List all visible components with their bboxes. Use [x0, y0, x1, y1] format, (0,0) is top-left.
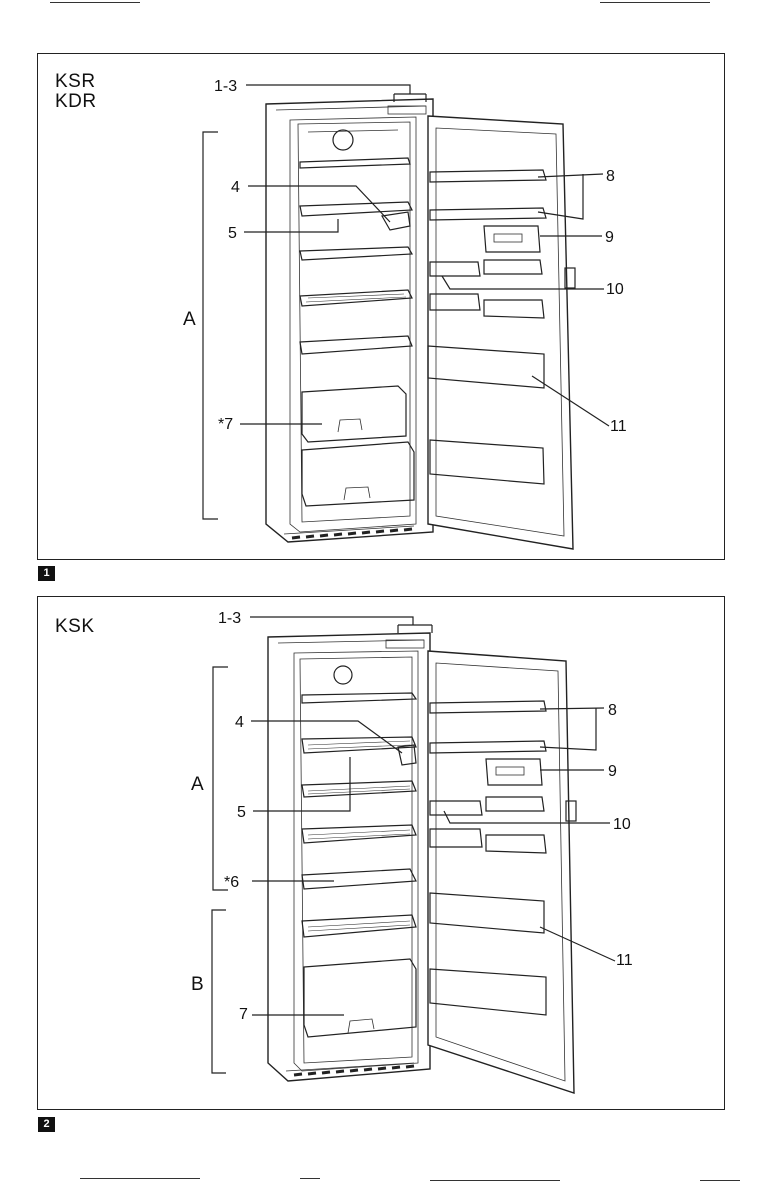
callout-4: 4 [235, 714, 244, 731]
callout-10: 10 [613, 816, 631, 833]
figure-2-panel: KSK [37, 596, 725, 1110]
callout-11: 11 [610, 418, 627, 435]
zone-a-label: A [191, 774, 204, 795]
crop-mark [600, 2, 710, 3]
callout-5: 5 [237, 804, 246, 821]
callout-7: 7 [239, 1006, 248, 1023]
callout-1-3: 1-3 [218, 610, 241, 627]
crop-mark [50, 2, 140, 3]
crop-mark [700, 1180, 740, 1181]
zone-b-label: B [191, 974, 204, 995]
callout-10: 10 [606, 281, 624, 298]
callout-9: 9 [605, 229, 614, 246]
callout-9: 9 [608, 763, 617, 780]
callout-8: 8 [608, 702, 617, 719]
callout-4: 4 [231, 179, 240, 196]
figure-number-badge: 1 [38, 566, 55, 581]
figure-number-badge: 2 [38, 1117, 55, 1132]
crop-mark [80, 1178, 200, 1179]
callout-5: 5 [228, 225, 237, 242]
callout-7: *7 [218, 416, 233, 433]
crop-mark [430, 1180, 560, 1181]
callout-1-3: 1-3 [214, 78, 237, 95]
fridge-illustration-1: 1-3 4 5 *7 A 8 9 10 11 [38, 54, 724, 559]
callout-11: 11 [616, 952, 633, 969]
callout-8: 8 [606, 168, 615, 185]
fridge-illustration-2: 1-3 4 5 *6 7 A B 8 9 10 11 [38, 597, 724, 1109]
figure-1-panel: KSR KDR [37, 53, 725, 560]
callout-6: *6 [224, 874, 239, 891]
crop-mark [300, 1178, 320, 1179]
zone-a-label: A [183, 309, 196, 330]
